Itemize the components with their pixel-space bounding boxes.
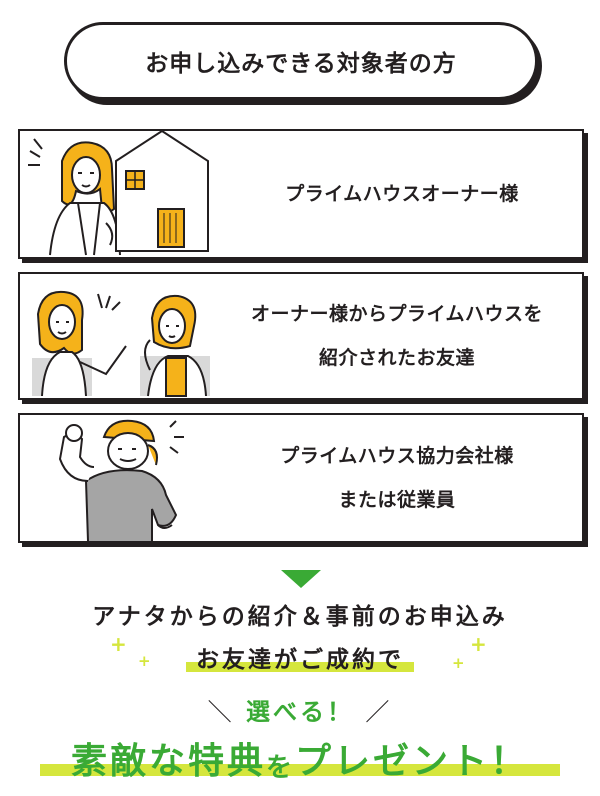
- headline-part-1: 素敵な特典: [70, 741, 266, 782]
- card-prime-house-owner: プライムハウスオーナー様: [18, 129, 584, 259]
- promo-line-referral: アナタからの紹介＆事前のお申込み: [92, 604, 508, 630]
- two-women-illustration: [32, 290, 210, 397]
- card-2-line-1: オーナー様からプライムハウスを: [250, 303, 544, 325]
- card-3-line-2: または従業員: [338, 489, 456, 511]
- promo-line-contract-text: お友達がご成約で: [186, 640, 414, 674]
- title-text: お申し込みできる対象者の方: [145, 51, 457, 77]
- promo-headline: 素敵な特典 を プレゼント！: [40, 728, 560, 784]
- promo-line-choose-text: 選べる！: [246, 698, 354, 726]
- card-1-line-1: プライムハウスオーナー様: [285, 183, 519, 205]
- card-referred-friend: オーナー様からプライムハウスを 紹介されたお友達: [18, 272, 584, 400]
- slash-left: ＼: [207, 698, 235, 726]
- promo-line-contract: お友達がご成約で: [0, 640, 600, 674]
- card-2-line-2: 紹介されたお友達: [318, 347, 475, 369]
- headline-part-2: を: [265, 753, 295, 783]
- down-arrow-icon: [281, 570, 321, 588]
- owner-house-illustration: [28, 131, 209, 256]
- card-3-line-1: プライムハウス協力会社様: [280, 445, 514, 467]
- worker-flexing-illustration: [58, 419, 184, 541]
- sparkle-icon: +: [110, 632, 127, 656]
- headline-part-3: プレゼント！: [295, 741, 530, 782]
- sparkle-icon: +: [138, 652, 151, 670]
- card-partner-company: プライムハウス協力会社様 または従業員: [18, 413, 584, 543]
- target-audience-title: お申し込みできる対象者の方: [64, 22, 538, 100]
- promo-line-choose: ＼ 選べる！ ／: [0, 692, 600, 727]
- sparkle-icon: +: [452, 654, 465, 672]
- slash-right: ／: [365, 698, 393, 726]
- sparkle-icon: +: [470, 632, 487, 656]
